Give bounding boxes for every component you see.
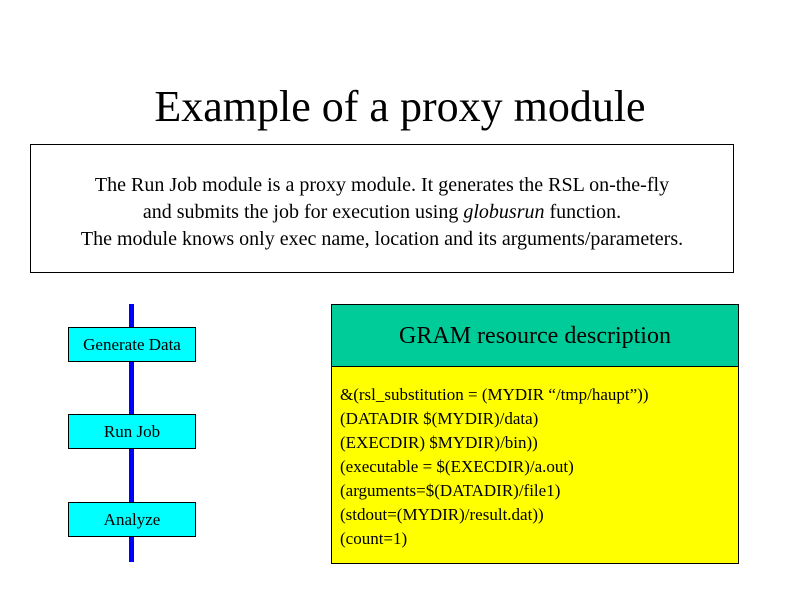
rsl-code-block: &(rsl_substitution = (MYDIR “/tmp/haupt”… (340, 383, 648, 551)
module-analyze[interactable]: Analyze (68, 502, 196, 537)
description-line-3: The module knows only exec name, locatio… (80, 228, 684, 250)
gram-resource-panel: GRAM resource description &(rsl_substitu… (331, 304, 739, 564)
description-line-2: and submits the job for execution using … (143, 201, 621, 223)
description-line-1: The Run Job module is a proxy module. It… (94, 174, 670, 196)
description-box: The Run Job module is a proxy module. It… (30, 144, 734, 273)
rsl-line: (count=1) (340, 529, 408, 548)
module-generate-data[interactable]: Generate Data (68, 327, 196, 362)
description-text: The Run Job module is a proxy module. It… (31, 172, 733, 253)
rsl-line: (stdout=(MYDIR)/result.dat)) (340, 505, 544, 524)
description-line-2-start: and submits the job for execution using (142, 201, 464, 223)
rsl-line: (DATADIR $(MYDIR)/data) (340, 409, 539, 428)
description-line-2-end: function. (544, 201, 622, 223)
rsl-line: &(rsl_substitution = (MYDIR “/tmp/haupt”… (340, 385, 649, 404)
slide-title: Example of a proxy module (154, 82, 646, 131)
rsl-line: (arguments=$(DATADIR)/file1) (340, 481, 561, 500)
module-run-job[interactable]: Run Job (68, 414, 196, 449)
globusrun-term: globusrun (463, 201, 545, 223)
gram-resource-title: GRAM resource description (332, 305, 738, 367)
rsl-line: (executable = $(EXECDIR)/a.out) (340, 457, 574, 476)
rsl-line: (EXECDIR) $MYDIR)/bin)) (340, 433, 538, 452)
